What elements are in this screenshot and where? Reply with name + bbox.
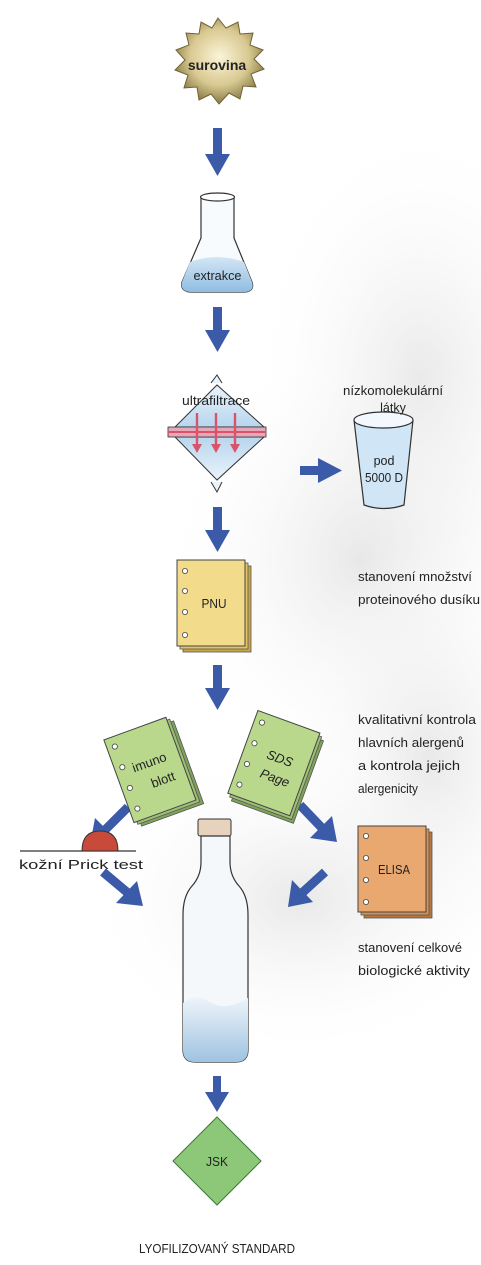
pnu-label: PNU bbox=[202, 596, 227, 611]
arrow-down-5 bbox=[205, 1076, 229, 1112]
nitrogen-note-line2: proteinového dusíku bbox=[358, 593, 480, 607]
arrow-down-4 bbox=[205, 665, 230, 710]
bottle-icon bbox=[182, 818, 249, 1063]
sds-notebook-icon bbox=[227, 709, 325, 824]
arrow-down-2 bbox=[205, 307, 230, 352]
elisa-label: ELISA bbox=[378, 862, 410, 877]
quality-note-line2: hlavních alergenů bbox=[358, 736, 464, 750]
activity-note-line2: biologické aktivity bbox=[358, 964, 471, 978]
arrow-right-cup bbox=[300, 458, 342, 483]
background-tree bbox=[80, 120, 481, 1060]
nitrogen-note-line1: stanovení množství bbox=[358, 570, 473, 584]
elisa-notebook-icon bbox=[357, 825, 433, 919]
prick-test-label: kožní Prick test bbox=[19, 858, 144, 872]
pollen-icon bbox=[174, 17, 265, 105]
cup-label-line2: 5000 D bbox=[365, 471, 403, 485]
jsk-label: JSK bbox=[206, 1154, 228, 1169]
pnu-notebook-icon bbox=[176, 559, 252, 653]
low-molecular-note-line1: nízkomolekulární bbox=[343, 384, 444, 398]
quality-note-line4: alergenicity bbox=[358, 782, 419, 796]
immunoblot-notebook-icon bbox=[103, 716, 205, 827]
quality-note-line1: kvalitativní kontrola bbox=[358, 713, 476, 727]
arrow-down-3 bbox=[205, 507, 230, 552]
low-molecular-note-line2: látky bbox=[380, 401, 406, 415]
arrow-to-elisa bbox=[296, 801, 337, 842]
raw-material-label: surovina bbox=[188, 57, 247, 73]
cup-icon bbox=[353, 411, 414, 510]
ultrafiltration-label: ultrafiltrace bbox=[182, 394, 250, 408]
flask-icon bbox=[181, 192, 254, 293]
jsk-diamond-icon bbox=[172, 1116, 262, 1206]
quality-note-line3: a kontrola jejich bbox=[358, 759, 460, 773]
activity-note-line1: stanovení celkové bbox=[358, 941, 462, 955]
ultrafilter-icon bbox=[167, 374, 267, 494]
arrow-elisa-to-bottle bbox=[288, 868, 329, 907]
cup-label-line1: pod bbox=[374, 454, 395, 468]
arrow-down-1 bbox=[205, 128, 230, 176]
footer-title: LYOFILIZOVANÝ STANDARD bbox=[139, 1241, 295, 1256]
skin-prick-icon bbox=[20, 830, 136, 852]
arrow-prick-to-bottle bbox=[100, 868, 143, 906]
extraction-label: extrakce bbox=[194, 269, 242, 283]
